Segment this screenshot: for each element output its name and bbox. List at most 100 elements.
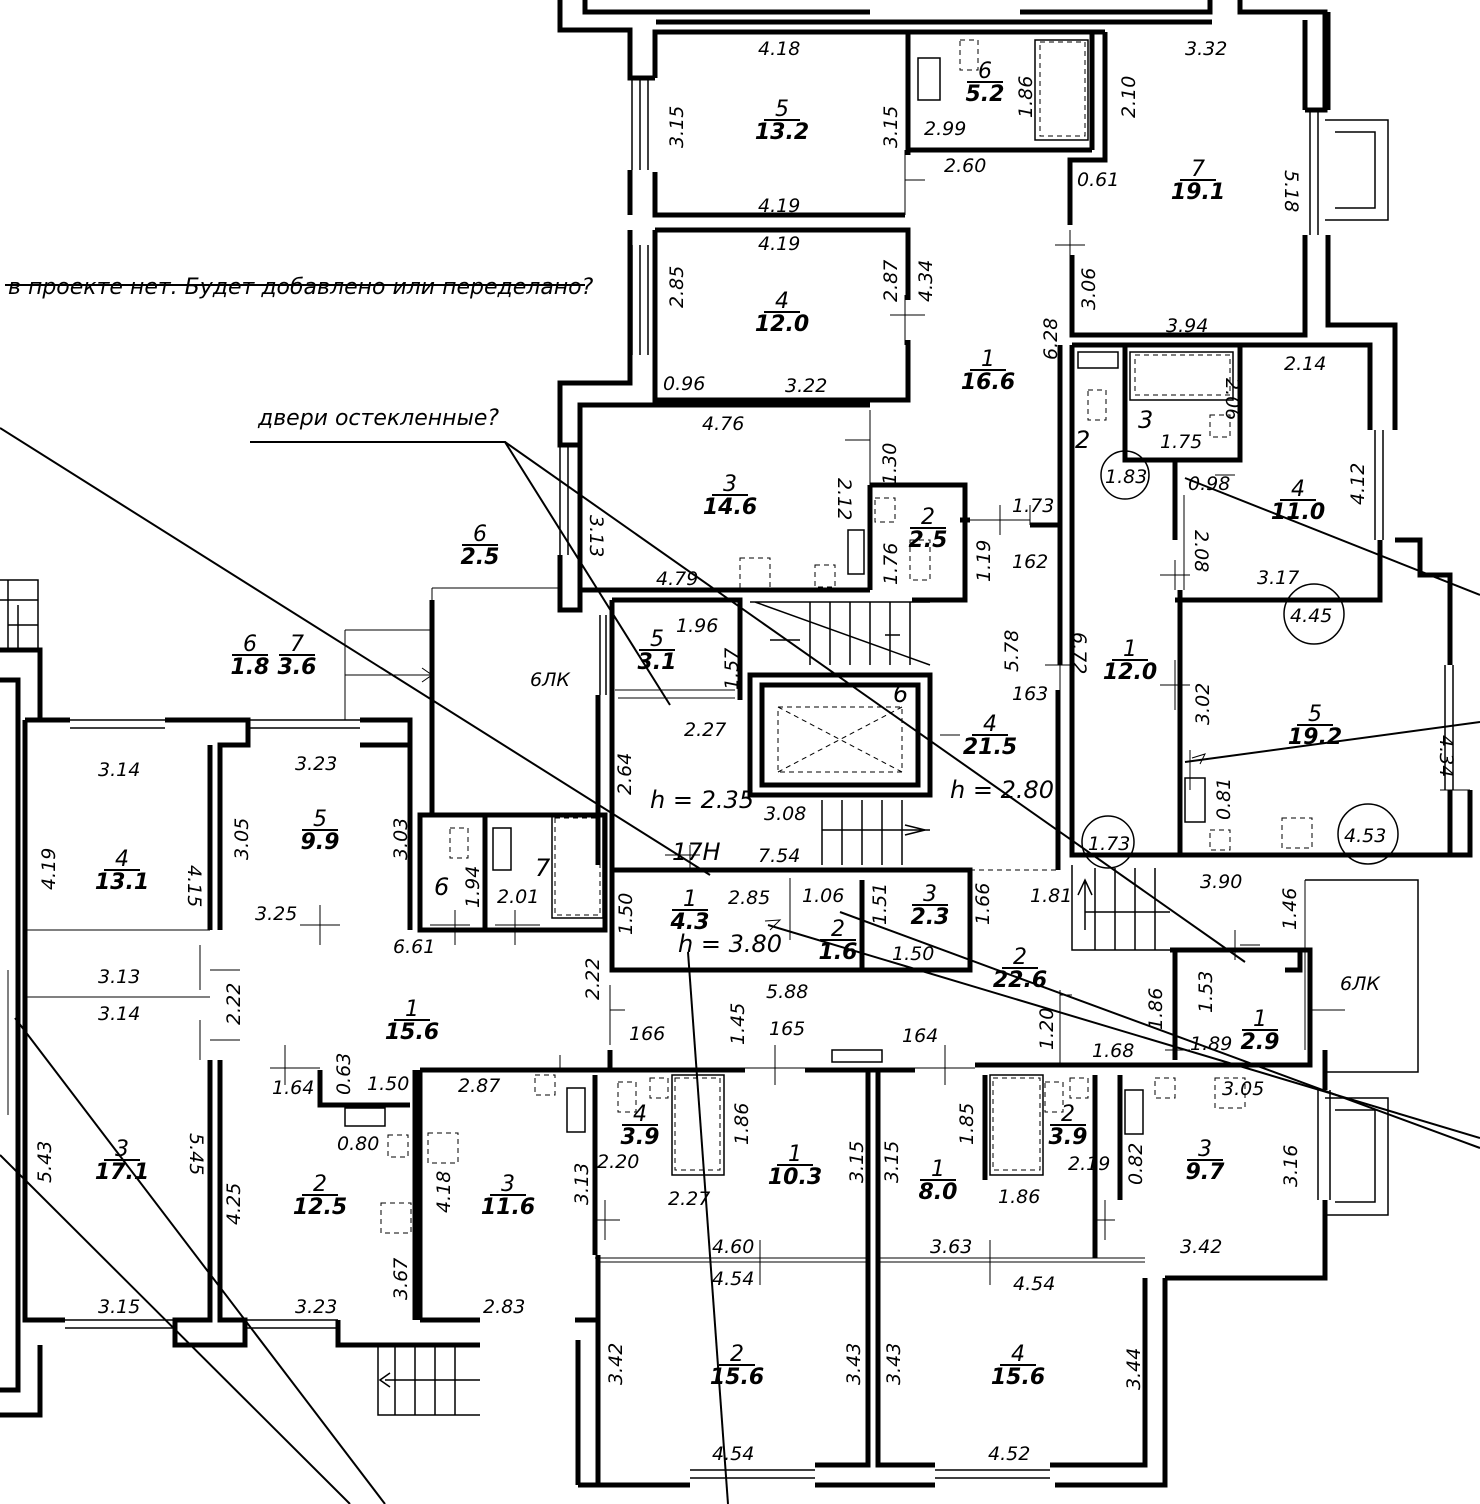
room-label: 215.6 [710,1342,764,1390]
room-area: 16.6 [961,370,1015,395]
dimension-label: 1.86 [731,1103,753,1145]
room-number: 4 [1291,477,1305,502]
dimension-label: 3.42 [1180,1236,1222,1258]
dimension-label: 1.57 [721,648,743,690]
room-area: 13.2 [755,120,809,145]
room-area: 2.5 [461,545,500,570]
room-number: 3 [723,472,737,497]
room-label: 53.1 [638,627,677,675]
room-area: 8.0 [919,1180,958,1205]
dimension-label: 3.15 [846,1141,868,1183]
dimension-label: 3.90 [1200,871,1242,893]
room-number: 3 [1198,1137,1212,1162]
dimension-label: 4.19 [38,848,60,890]
room-area: 9.9 [301,830,340,855]
dimension-label: 5.18 [1280,170,1302,212]
dimension-label: 3.63 [930,1236,972,1258]
room-area: 12.5 [293,1195,347,1220]
dimension-label: 162 [1012,551,1048,573]
dimension-label: 163 [1012,683,1048,705]
dimension-label: 4.60 [712,1236,754,1258]
dimension-label: 3.67 [390,1258,412,1300]
dimension-label: 4.79 [656,568,698,590]
room-label: 411.0 [1271,477,1325,525]
note-not-in-project: в проекте нет. Будет добавлено или перед… [8,275,594,300]
room-number: 4 [633,1102,647,1127]
room-area: 12.0 [755,312,809,337]
room-label: 519.2 [1288,702,1342,750]
dimension-label: 1.73 [1012,495,1054,517]
dimension-label: 3.13 [98,966,140,988]
dimension-label: 4.18 [758,38,800,60]
dimension-label: 2.22 [582,958,604,1000]
dimension-label: 3.13 [571,1163,593,1205]
dimension-label: 2.60 [944,155,986,177]
room-number: 6 [473,522,487,547]
room-area: 3.6 [278,655,317,680]
dimension-label: 3.02 [1192,683,1214,725]
room-label: 65.2 [966,59,1005,107]
dimension-label: 2.99 [924,118,966,140]
dimension-label: 1.50 [615,893,637,935]
dimension-label: 1.66 [972,883,994,925]
dimension-label: 2.27 [684,719,726,741]
dimension-label: 3.05 [231,818,253,860]
unit-label: 17Н [672,838,721,866]
dimension-label: 1.30 [879,443,901,485]
dimension-label: 2.27 [668,1188,710,1210]
dimension-label: 3.94 [1166,315,1208,337]
dimension-label: 1.19 [973,540,995,582]
dimension-label: 1.81 [1030,885,1072,907]
marker-label: 1.73 [1088,833,1130,855]
dimension-label: 3.05 [1222,1078,1264,1100]
leader-lines [0,284,1480,1504]
room-label: 23.9 [1049,1102,1088,1150]
room-label: 18.0 [919,1157,958,1205]
dimension-label: 2.14 [1284,353,1326,375]
room-area: 14.6 [703,495,757,520]
dimension-label: 3.15 [881,1141,903,1183]
dimension-label: 5.45 [185,1133,207,1175]
room-area: 15.6 [710,1365,764,1390]
dimension-label: 4.19 [758,195,800,217]
dimension-label: 3.15 [880,106,902,148]
room-label: 513.2 [755,97,809,145]
room-area: 19.2 [1288,725,1342,750]
room-area: 3.9 [1049,1125,1088,1150]
room-area: 2.5 [909,528,948,553]
room-area: 21.5 [963,735,1017,760]
room-number: 1 [788,1142,802,1167]
dimension-label: 3.22 [785,375,827,397]
dimension-label: 0.63 [333,1053,355,1095]
label-wc: 2 [1075,426,1090,454]
dimension-label: 3.25 [255,903,297,925]
marker-circle [1100,450,1150,500]
dimension-label: 0.61 [1077,169,1119,191]
dimension-label: 2.01 [497,886,539,908]
dimension-label: 2.06 [1221,378,1243,420]
dimension-label: 2.85 [728,887,770,909]
dimension-label: 1.86 [1015,76,1037,118]
label-lift: 6 [893,680,908,708]
dimension-label: 1.86 [998,1186,1040,1208]
label-room-7: 7 [535,854,551,882]
room-area: 10.3 [768,1165,822,1190]
room-label: 12.9 [1241,1007,1280,1055]
dimension-label: 3.03 [390,818,412,860]
room-label: 110.3 [768,1142,822,1190]
dimension-label: 2.19 [1068,1153,1110,1175]
dimension-label: 0.81 [1213,778,1235,820]
room-area: 2.9 [1241,1030,1280,1055]
room-number: 3 [115,1137,129,1162]
dimension-label: 4.34 [915,260,937,302]
dimension-label: 3.17 [1257,567,1299,589]
ceiling-height-label: h = 3.80 [678,930,782,958]
dimension-label: 166 [629,1023,665,1045]
dimension-label: 3.23 [295,1296,337,1318]
room-number: 1 [931,1157,945,1182]
room-label: 112.0 [1103,637,1157,685]
room-label: 59.9 [301,807,340,855]
